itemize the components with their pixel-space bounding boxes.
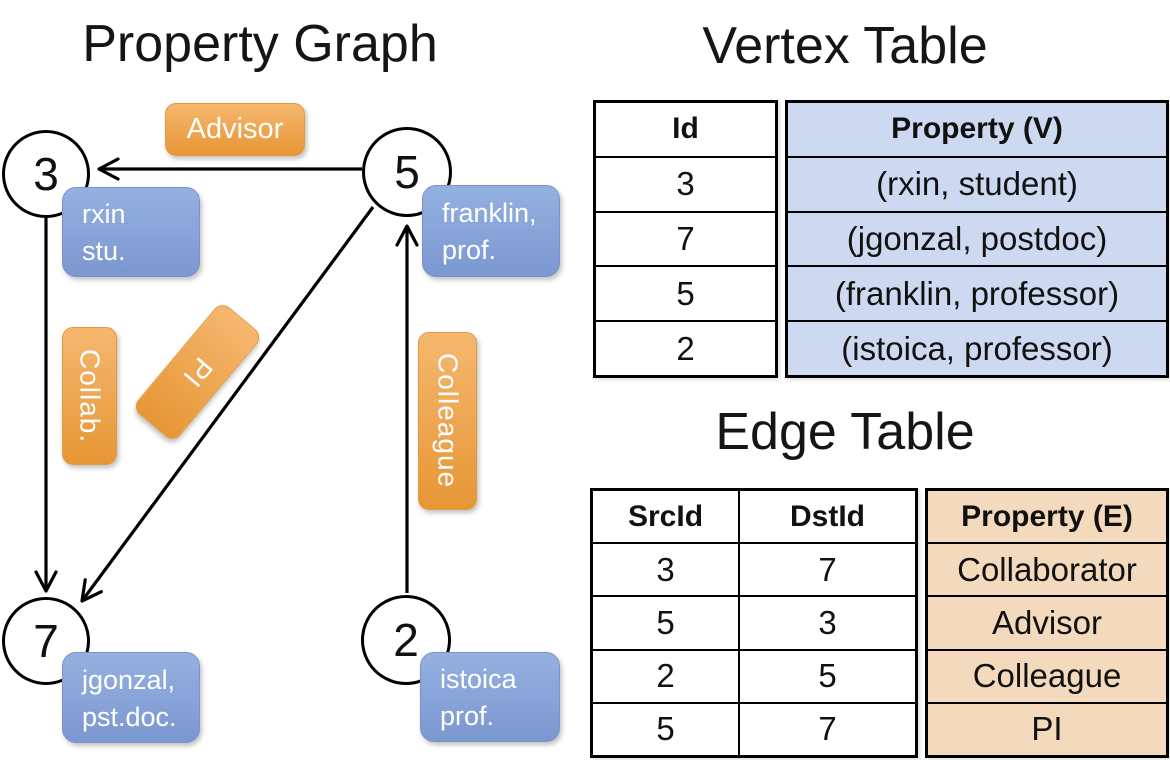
edge-table-property-column: Property (E) Collaborator Advisor Collea… xyxy=(925,488,1169,758)
table-row: Collaborator xyxy=(928,542,1166,595)
table-row: 3 7 xyxy=(593,542,915,596)
vertex-table-cell-property: (franklin, professor) xyxy=(834,274,1120,312)
edge-label-text: PI xyxy=(176,351,219,394)
table-row: (rxin, student) xyxy=(788,155,1166,211)
table-row: (jgonzal, postdoc) xyxy=(788,210,1166,266)
vertex-table-title: Vertex Table xyxy=(702,17,988,75)
graph-edges-svg xyxy=(34,157,419,603)
node-property-line: prof. xyxy=(440,701,495,731)
edge-label-text: Colleague xyxy=(432,353,464,489)
node-property-box-7: jgonzal, pst.doc. xyxy=(62,652,200,743)
node-property-box-3: rxin stu. xyxy=(62,187,200,277)
vertex-table-cell-id: 2 xyxy=(676,329,695,367)
edge-table-cell-dstid: 7 xyxy=(818,550,837,588)
table-row: 5 3 xyxy=(593,595,915,649)
table-row: PI xyxy=(928,701,1166,755)
node-property-box-5: franklin, prof. xyxy=(422,185,560,277)
table-row: Property (V) xyxy=(788,103,1166,156)
graph-node-5: 5 xyxy=(362,127,452,217)
edge-table-cell-srcid: 5 xyxy=(593,597,740,649)
vertex-table-cell-property: (jgonzal, postdoc) xyxy=(846,219,1108,257)
edge-label-text: Collab. xyxy=(74,348,106,444)
vertex-table-property-column: Property (V) (rxin, student) (jgonzal, p… xyxy=(785,100,1169,378)
node-property-line: pst.doc. xyxy=(82,701,177,732)
node-property-line: rxin xyxy=(82,199,126,229)
edge-table-cell-srcid: 2 xyxy=(593,650,740,702)
edge-table-cell-dstid: 3 xyxy=(818,604,837,641)
edge-label-collab: Collab. xyxy=(62,327,117,465)
node-id-label: 7 xyxy=(33,615,59,667)
node-id-label: 5 xyxy=(394,146,420,198)
edge-table-id-columns: SrcId DstId 3 7 5 3 2 5 5 7 xyxy=(590,488,918,758)
edge-table-cell-srcid: 5 xyxy=(593,703,740,756)
edge-table-cell-property: Advisor xyxy=(991,604,1103,641)
node-property-line: prof. xyxy=(442,235,497,265)
vertex-table-cell-id: 5 xyxy=(676,274,695,312)
edge-line-pi xyxy=(80,206,375,603)
table-row: 2 5 xyxy=(593,648,915,702)
vertex-table-cell-property: (rxin, student) xyxy=(876,165,1078,203)
edge-label-advisor: Advisor xyxy=(165,103,305,156)
table-row: Colleague xyxy=(928,648,1166,702)
table-row: Advisor xyxy=(928,595,1166,648)
node-property-line: istoica xyxy=(440,664,517,694)
edge-table-header-srcid: SrcId xyxy=(593,491,740,543)
table-row: Id xyxy=(596,103,775,156)
table-row: 5 xyxy=(596,265,775,320)
edge-label-colleague: Colleague xyxy=(418,332,477,510)
node-id-label: 3 xyxy=(33,148,59,200)
node-property-line: stu. xyxy=(82,236,126,266)
vertex-table-cell-id: 3 xyxy=(676,165,695,203)
edge-table-cell-dstid: 5 xyxy=(818,657,837,695)
vertex-table-id-column: Id 3 7 5 2 xyxy=(593,100,778,378)
edge-table-header-dstid: DstId xyxy=(790,499,865,533)
edge-table-cell-property: Collaborator xyxy=(957,550,1137,588)
graph-node-2: 2 xyxy=(361,595,451,685)
edge-table-cell-property: Colleague xyxy=(972,657,1122,695)
table-row: 3 xyxy=(596,155,775,211)
vertex-table-header-id: Id xyxy=(672,112,699,146)
edge-table-cell-dstid: 7 xyxy=(818,710,837,748)
edge-table-cell-srcid: 3 xyxy=(593,544,740,596)
property-graph-title: Property Graph xyxy=(82,15,438,73)
table-row: 7 xyxy=(596,210,775,266)
vertex-table-header-property: Property (V) xyxy=(891,112,1063,146)
vertex-table-cell-id: 7 xyxy=(676,219,695,257)
node-property-line: franklin, xyxy=(442,198,537,228)
table-row: (franklin, professor) xyxy=(788,265,1166,320)
table-row: 5 7 xyxy=(593,701,915,756)
vertex-table-cell-property: (istoica, professor) xyxy=(841,329,1113,367)
node-property-line: jgonzal, xyxy=(82,664,176,695)
node-id-label: 2 xyxy=(393,614,419,666)
table-row: Property (E) xyxy=(928,491,1166,542)
edge-table-title: Edge Table xyxy=(715,403,975,461)
edge-table-cell-property: PI xyxy=(1031,710,1063,748)
table-row: SrcId DstId xyxy=(593,491,915,543)
node-property-box-2: istoica prof. xyxy=(420,652,560,742)
table-row: 2 xyxy=(596,320,775,375)
edge-table-header-property: Property (E) xyxy=(961,499,1133,533)
table-row: (istoica, professor) xyxy=(788,320,1166,375)
edge-label-text: Advisor xyxy=(186,113,284,145)
